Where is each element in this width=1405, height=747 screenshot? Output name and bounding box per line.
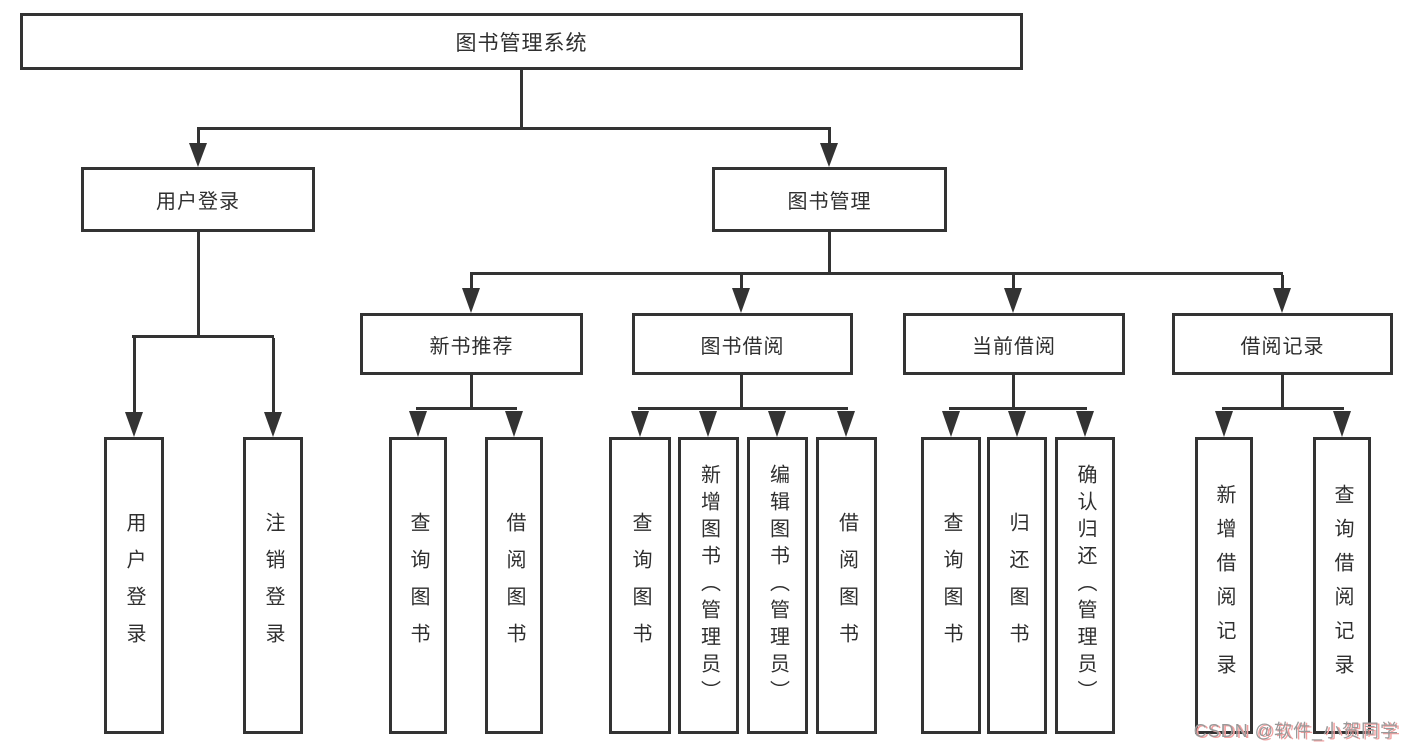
leaf-borrow-books-recommend: 借阅图书: [485, 437, 543, 734]
connector-drop-book-mgmt: [828, 130, 831, 146]
leaf-label: 编辑图书（管理员）: [766, 464, 789, 707]
leaf-query-books-current: 查询图书: [921, 437, 981, 734]
connector-current-borrow-stem: [1012, 375, 1015, 410]
leaf-label: 查询图书: [940, 511, 962, 660]
arrowhead-edit-book-admin: [768, 411, 786, 437]
node-book-management: 图书管理: [712, 167, 947, 232]
connector-drop-book-borrow: [740, 275, 743, 292]
node-new-book-recommend: 新书推荐: [360, 313, 583, 375]
arrowhead-book-borrow: [732, 288, 750, 313]
node-label: 图书管理: [787, 191, 872, 213]
arrowhead-new-book: [462, 288, 480, 313]
arrowhead-logout-leaf: [264, 412, 282, 437]
arrowhead-book-mgmt: [820, 143, 838, 167]
arrowhead-add-book-admin: [699, 411, 717, 437]
leaf-edit-book-admin: 编辑图书（管理员）: [747, 437, 808, 734]
csdn-watermark: CSDN @软件_小贺同学: [1193, 721, 1399, 741]
leaf-query-borrow-record: 查询借阅记录: [1313, 437, 1371, 734]
leaf-label: 查询图书: [629, 511, 651, 660]
leaf-add-book-admin: 新增图书（管理员）: [678, 437, 739, 734]
arrowhead-add-borrow-record: [1215, 411, 1233, 437]
connector-borrow-record-stem: [1281, 375, 1284, 410]
leaf-logout: 注销登录: [243, 437, 303, 734]
leaf-query-books-recommend: 查询图书: [389, 437, 447, 734]
arrowhead-query-borrow-record: [1333, 411, 1351, 437]
leaf-label: 用户登录: [123, 511, 145, 660]
connector-current-borrow-bar: [949, 407, 1087, 410]
node-label: 新书推荐: [429, 335, 514, 358]
connector-drop-borrow-record: [1281, 275, 1284, 292]
connector-drop-user-login: [197, 130, 200, 146]
connector-drop-new-book: [470, 275, 473, 292]
node-label: 借阅记录: [1240, 335, 1325, 358]
arrowhead-login-leaf: [125, 412, 143, 437]
leaf-label: 归还图书: [1006, 511, 1028, 660]
leaf-label: 确认归还（管理员）: [1074, 464, 1096, 707]
leaf-label: 新增图书（管理员）: [697, 464, 720, 707]
arrowhead-query-books-current: [942, 411, 960, 437]
arrowhead-borrow-books-recommend: [505, 411, 523, 437]
connector-book-borrow-stem: [740, 375, 743, 410]
node-user-login: 用户登录: [81, 167, 315, 232]
arrowhead-borrow-books: [837, 411, 855, 437]
node-label: 图书管理系统: [455, 31, 588, 55]
connector-book-borrow-bar: [638, 407, 848, 410]
arrowhead-borrow-record: [1273, 288, 1291, 313]
leaf-label: 注销登录: [262, 511, 284, 660]
node-borrowing-records: 借阅记录: [1172, 313, 1393, 375]
arrowhead-query-books-borrow: [631, 411, 649, 437]
leaf-borrow-books: 借阅图书: [816, 437, 877, 734]
connector-drop-current-borrow: [1012, 275, 1015, 292]
node-library-management-system: 图书管理系统: [20, 13, 1023, 70]
leaf-label: 借阅图书: [503, 511, 525, 660]
connector-drop-logout-leaf: [272, 338, 275, 414]
connector-new-book-bar: [416, 407, 517, 410]
leaf-label: 查询借阅记录: [1331, 483, 1353, 688]
leaf-add-borrow-record: 新增借阅记录: [1195, 437, 1253, 734]
leaf-label: 查询图书: [407, 511, 429, 660]
arrowhead-query-books-recommend: [409, 411, 427, 437]
node-current-borrowing: 当前借阅: [903, 313, 1125, 375]
arrowhead-user-login: [189, 143, 207, 167]
leaf-return-book: 归还图书: [987, 437, 1047, 734]
connector-book-mgmt-stem: [828, 232, 831, 275]
connector-level2-bar: [197, 127, 831, 130]
leaf-confirm-return-admin: 确认归还（管理员）: [1055, 437, 1115, 734]
connector-user-login-stem: [197, 232, 200, 338]
connector-new-book-stem: [470, 375, 473, 410]
arrowhead-current-borrow: [1004, 288, 1022, 313]
connector-drop-login-leaf: [133, 338, 136, 414]
connector-borrow-record-bar: [1222, 407, 1344, 410]
node-label: 用户登录: [156, 191, 240, 213]
leaf-user-login: 用户登录: [104, 437, 164, 734]
leaf-query-books-borrow: 查询图书: [609, 437, 671, 734]
leaf-label: 新增借阅记录: [1213, 483, 1235, 688]
connector-root-stem: [520, 70, 523, 129]
arrowhead-confirm-return-admin: [1076, 411, 1094, 437]
leaf-label: 借阅图书: [835, 511, 858, 660]
node-book-borrowing: 图书借阅: [632, 313, 853, 375]
connector-level3-bar: [470, 272, 1283, 275]
node-label: 当前借阅: [972, 335, 1056, 358]
node-label: 图书借阅: [700, 335, 785, 358]
connector-user-login-bar: [132, 335, 274, 338]
arrowhead-return-book: [1008, 411, 1026, 437]
